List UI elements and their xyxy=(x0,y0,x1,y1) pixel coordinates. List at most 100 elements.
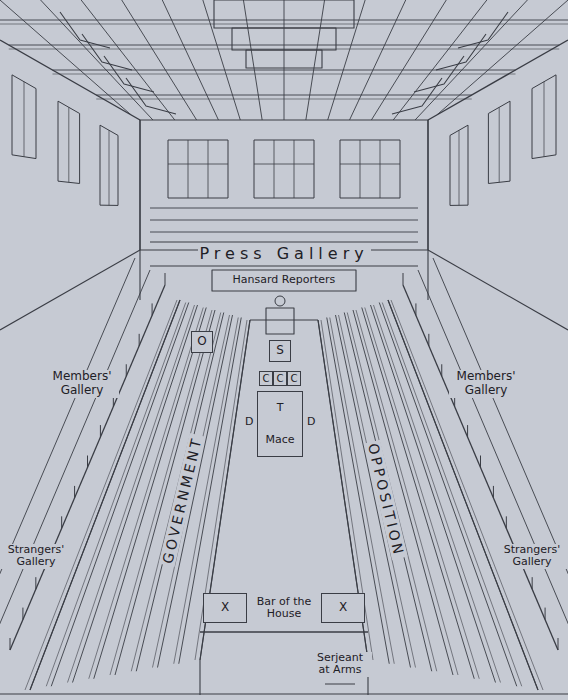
roof-rafter xyxy=(371,0,446,120)
bench xyxy=(318,320,368,660)
roof-lantern xyxy=(214,0,354,28)
railing-post xyxy=(558,638,559,650)
bench xyxy=(115,310,215,675)
roof-purlin xyxy=(9,45,560,46)
clerk-seat: C xyxy=(273,371,287,386)
railing-post xyxy=(467,425,468,437)
roof-rafter xyxy=(328,0,365,120)
window-mullion xyxy=(68,107,69,182)
gallery-tier xyxy=(433,258,568,620)
roof-lantern xyxy=(246,50,322,68)
window-mullion xyxy=(360,140,361,198)
node-letter: C xyxy=(277,373,284,384)
window-mullion xyxy=(274,140,275,198)
clerk-seat: C xyxy=(287,371,301,386)
railing-post xyxy=(139,334,140,346)
bar-line xyxy=(200,631,368,633)
window-mullion xyxy=(380,140,381,198)
railing-post xyxy=(152,303,153,315)
bench xyxy=(388,300,538,690)
roof-truss xyxy=(458,12,508,48)
window-mullion xyxy=(188,140,189,198)
side-window xyxy=(450,125,468,205)
roof-purlin xyxy=(96,95,472,96)
clerk-seat: C xyxy=(259,371,273,386)
opposition-label: OPPOSITION xyxy=(364,440,407,561)
node-letter: S xyxy=(276,344,284,357)
node-letter: O xyxy=(197,335,206,348)
roof-truss xyxy=(82,34,132,70)
government-label: GOVERNMENT xyxy=(159,433,206,567)
strangers-gallery-label: Strangers' Gallery xyxy=(497,544,567,569)
gallery-railing xyxy=(403,285,558,650)
despatch-box-label: D xyxy=(305,416,317,429)
roof-rafter xyxy=(350,0,406,120)
window-mullion xyxy=(499,107,500,182)
wall-corner xyxy=(139,120,140,300)
wall-corner xyxy=(427,120,428,300)
bench xyxy=(30,300,180,690)
members-gallery-label: Members' Gallery xyxy=(449,370,523,398)
roof-rafter xyxy=(437,0,568,115)
floor-back xyxy=(250,319,318,320)
railing-post xyxy=(493,486,494,498)
roof-purlin xyxy=(53,70,516,71)
roof-rafter xyxy=(81,0,175,120)
bench xyxy=(353,310,453,675)
bench-back xyxy=(110,310,212,675)
roof-rafter xyxy=(393,0,487,120)
cross-bench: X xyxy=(203,593,247,623)
roof-truss xyxy=(392,78,442,114)
press-gallery-label: Press Gallery xyxy=(198,245,371,263)
press-seat-row xyxy=(150,220,418,221)
railing-post xyxy=(61,516,62,528)
roof-rafter xyxy=(41,0,153,120)
bench xyxy=(51,303,189,687)
gallery-tier xyxy=(0,258,135,620)
railing-post xyxy=(480,456,481,468)
window-mullion xyxy=(294,140,295,198)
window-transom xyxy=(168,164,228,165)
roof-purlin xyxy=(96,99,472,100)
gallery-railing xyxy=(10,285,165,650)
press-gallery-front xyxy=(150,265,418,266)
railing-post xyxy=(126,364,127,376)
window-mullion xyxy=(24,82,25,157)
roof-truss xyxy=(104,56,154,92)
table-of-house: T Mace xyxy=(257,391,303,457)
clock xyxy=(275,296,285,306)
floor-edge xyxy=(30,300,180,690)
bench-back xyxy=(356,310,458,675)
window-mullion xyxy=(208,140,209,198)
roof-rafter xyxy=(0,0,131,115)
back-wall xyxy=(140,120,428,250)
hansard-box xyxy=(212,270,356,291)
node-letter: X xyxy=(221,601,229,614)
strangers-gallery-label: Strangers' Gallery xyxy=(1,544,71,569)
window xyxy=(254,140,314,198)
roof-purlin xyxy=(9,49,560,50)
railing-post xyxy=(22,608,23,620)
node-letter: C xyxy=(291,373,298,384)
node-caption: Mace xyxy=(265,434,294,446)
node-letter: T xyxy=(277,402,284,414)
bench-back xyxy=(391,300,543,690)
side-window xyxy=(488,101,510,183)
railing-post xyxy=(165,273,166,285)
floor-edge xyxy=(318,320,368,660)
node-letter: X xyxy=(339,601,347,614)
railing-post xyxy=(74,486,75,498)
roof-rafter xyxy=(415,0,527,120)
railing-post xyxy=(506,516,507,528)
bench xyxy=(379,303,517,687)
side-window xyxy=(100,125,118,205)
press-gallery-front xyxy=(150,241,418,242)
cross-bench: X xyxy=(321,593,365,623)
hansard-label: Hansard Reporters xyxy=(231,274,338,287)
roof-truss xyxy=(436,34,486,70)
serjeant-chair xyxy=(325,684,355,685)
despatch-box-label: D xyxy=(243,416,255,429)
roof-rafter xyxy=(203,0,240,120)
